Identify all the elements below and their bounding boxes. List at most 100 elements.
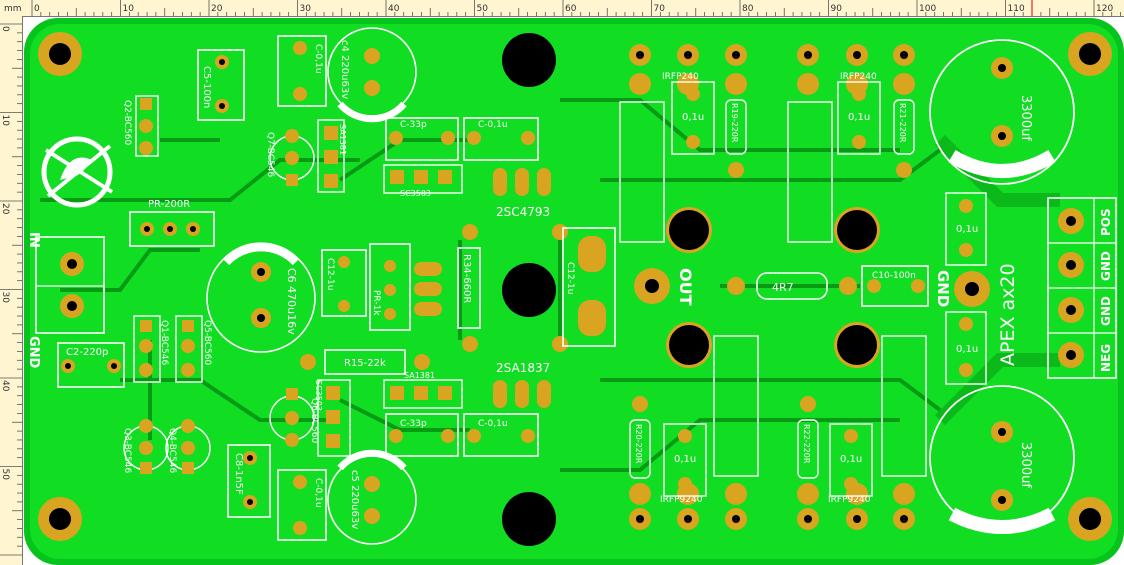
cap-3300-top (929, 39, 1075, 185)
c8-label: C8-1n5F (233, 453, 244, 495)
copper-pour (30, 24, 1118, 559)
sc3503-bot-label: SC3503 (314, 380, 323, 411)
ruler-unit: mm (4, 4, 22, 14)
term-neg-label: NEG (1099, 344, 1113, 372)
res-r15 (300, 349, 430, 375)
c12-top-label: C12-1u (325, 258, 335, 290)
fet-decoupling-caps (663, 81, 881, 497)
c33p-top-label: C-33p (400, 120, 427, 130)
c5e-label: c5 220u63v (349, 470, 360, 529)
c01-term-bot-label: 0,1u (956, 344, 978, 355)
term-pos-label: POS (1099, 208, 1113, 236)
cap-c8 (227, 444, 271, 518)
c01-mid-d-label: 0,1u (840, 454, 862, 465)
q-2sa1837-label: 2SA1837 (496, 361, 550, 375)
top-ruler-label: 50 (477, 4, 489, 14)
top-ruler-label: 90 (831, 4, 843, 14)
trimmer-pr1k (321, 243, 411, 331)
cap3300-top-label: 3300uf (1018, 95, 1033, 141)
top-ruler-label: 30 (300, 4, 312, 14)
pr1k-label: PR-1k (371, 290, 381, 316)
out-label: OUT (676, 268, 695, 306)
c12-mid-label: C12-1u (565, 262, 575, 294)
left-ruler-label: 50 (0, 469, 10, 481)
gnd-star-drill (965, 282, 979, 296)
q2-label: Q2-BC560 (122, 100, 132, 145)
c4-label: c4 220u63v (339, 40, 350, 99)
left-ruler-label: 40 (0, 380, 10, 392)
cap-c01-horizontal (463, 117, 539, 457)
cap-c5 (197, 49, 245, 121)
c2-label: C2-220p (66, 347, 108, 358)
cap-c2 (57, 342, 125, 388)
q1-label: Q1-BC546 (159, 320, 169, 365)
r20-label: R20-220R (634, 424, 643, 464)
c01-term-top-label: 0,1u (956, 224, 978, 235)
gnd-label-left: GND (26, 336, 41, 369)
sa1381-top-label: SA1381 (338, 124, 347, 155)
cap-c12-mid (562, 227, 616, 347)
driver-transistors (317, 119, 463, 457)
top-ruler-label: 40 (388, 4, 400, 14)
top-ruler-label: 120 (1096, 4, 1113, 14)
mosfets-bottom (629, 335, 927, 530)
top-ruler-label: 10 (123, 4, 135, 14)
c01-vert-bot-label: C-0,1u (313, 478, 323, 508)
cap-c4-c5 (327, 27, 417, 545)
power-terminal (1047, 197, 1117, 379)
left-ruler-label: 0 (0, 26, 10, 32)
cap-c6 (206, 242, 316, 353)
irfp240-a-label: IRFP240 (662, 72, 699, 82)
top-ruler-label: 70 (654, 4, 666, 14)
r4r7-label: 4R7 (772, 281, 794, 294)
sc3503-top-label: SC3503 (400, 189, 431, 198)
input-terminal (35, 236, 105, 334)
transistors-left (123, 95, 315, 474)
gnd-mid-label: GND (934, 270, 952, 307)
c01-mid-b-label: 0,1u (848, 112, 870, 123)
r22-label: R22-220R (802, 424, 811, 464)
res-4r7 (727, 272, 857, 300)
r21-label: R21-220R (898, 103, 907, 143)
c01-vert-top-label: C-0,1u (313, 44, 323, 74)
mounting-holes (38, 32, 1112, 546)
c01-mid-a-label: 0,1u (682, 112, 704, 123)
c01-mid-c-label: 0,1u (674, 454, 696, 465)
top-ruler-label: 110 (1008, 4, 1025, 14)
q4-label: Q4-BC546 (167, 428, 177, 473)
left-ruler (0, 16, 23, 565)
pr200-label: PR-200R (148, 199, 190, 210)
q3-label: Q3-BC546 (122, 428, 132, 473)
irfp240-b-label: IRFP240 (840, 72, 877, 82)
q6-label: Q6-BC560 (309, 398, 319, 443)
c5-label: C5-100n (201, 66, 212, 108)
top-ruler-label: 20 (211, 4, 223, 14)
top-ruler-label: 0 (34, 4, 40, 14)
left-ruler-label: 30 (0, 292, 10, 304)
cap-c33p (385, 117, 459, 457)
terminal-decoupling-caps (945, 192, 987, 385)
gate-resistors (629, 99, 915, 479)
cap-c01-vertical (277, 35, 327, 541)
c01-top-label: C-0,1u (478, 120, 508, 130)
q5-label: Q5-BC560 (202, 320, 212, 365)
logo-icon (41, 136, 114, 208)
out-pad-drill (645, 279, 659, 293)
left-ruler-label: 20 (0, 203, 10, 215)
term-gnd1-label: GND (1099, 251, 1113, 281)
cap3300-bot-label: 3300uf (1018, 442, 1033, 488)
q-2sc4793-label: 2SC4793 (496, 205, 550, 219)
board-title: APEX ax20 (997, 263, 1019, 366)
irfp9240-b-label: IRFP9240 (828, 495, 871, 505)
r15-label: R15-22k (344, 358, 386, 369)
c01-bot-label: C-0,1u (478, 419, 508, 429)
vas-transistors (414, 168, 551, 408)
in-label: IN (26, 232, 41, 248)
top-ruler-label: 60 (565, 4, 577, 14)
top-ruler-label: 80 (742, 4, 754, 14)
r34-label: R34-660R (461, 254, 472, 303)
